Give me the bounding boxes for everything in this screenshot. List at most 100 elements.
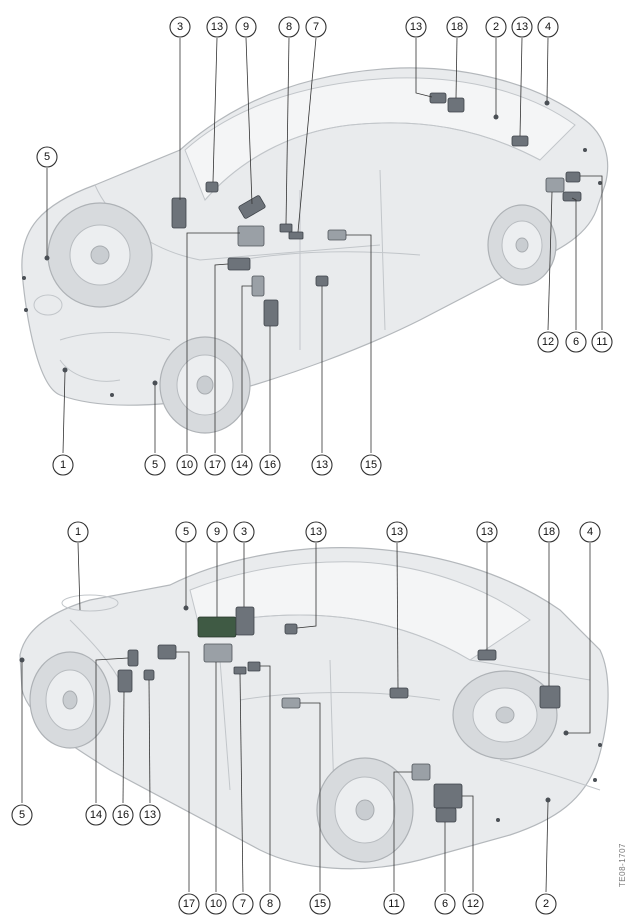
top-callout-2-label: 2 [493, 21, 499, 33]
bottom-car-illustration [19, 547, 609, 870]
top-sensor-4 [544, 100, 550, 106]
bottom-callout-13-a: 13 [305, 521, 327, 543]
bottom-callout-3: 3 [233, 521, 255, 543]
top-callout-13-b-label: 13 [410, 21, 422, 33]
top-module-14 [251, 275, 265, 297]
bottom-callout-17: 17 [178, 893, 200, 915]
bottom-callout-3-label: 3 [241, 526, 247, 538]
bottom-module-16 [117, 669, 133, 693]
bottom-callout-13-c: 13 [476, 521, 498, 543]
top-callout-7: 7 [305, 16, 327, 38]
bottom-callout-13-d-label: 13 [144, 809, 156, 821]
bottom-module-3 [235, 606, 255, 636]
top-callout-8: 8 [278, 16, 300, 38]
top-front-wheel [159, 336, 251, 434]
top-callout-16: 16 [259, 454, 281, 476]
top-module-18 [447, 97, 465, 113]
bottom-callout-10-label: 10 [210, 898, 222, 910]
bottom-module-13d [477, 649, 497, 661]
bottom-module-14 [127, 649, 139, 667]
top-sensor-2 [493, 114, 499, 120]
bottom-callout-18-label: 18 [543, 526, 555, 538]
bottom-callout-4: 4 [579, 521, 601, 543]
top-module-10 [237, 225, 265, 247]
top-module-13b [315, 275, 329, 287]
top-callout-17: 17 [204, 454, 226, 476]
top-callout-6-label: 6 [573, 336, 579, 348]
top-module-3 [171, 197, 187, 229]
figure-code: TE08-1707 [618, 842, 627, 887]
bottom-callout-14-label: 14 [90, 809, 102, 821]
top-rear-wheel [487, 204, 557, 286]
bottom-leader-lines [21, 542, 591, 893]
bottom-callout-5-b: 5 [11, 804, 33, 826]
bottom-front-wheel [29, 651, 111, 749]
bottom-callout-15-label: 15 [314, 898, 326, 910]
bottom-sensor-4 [563, 730, 569, 736]
bottom-callout-13-c-label: 13 [481, 526, 493, 538]
bottom-callout-11-label: 11 [388, 898, 399, 910]
top-spare-wheel [47, 202, 153, 308]
bottom-callout-15: 15 [309, 893, 331, 915]
top-callout-2: 2 [485, 16, 507, 38]
top-module-7 [288, 231, 304, 240]
top-module-6 [562, 191, 582, 202]
bottom-module-6 [435, 807, 457, 823]
top-callout-13-d-label: 13 [316, 459, 328, 471]
bottom-callout-13-b: 13 [386, 521, 408, 543]
bottom-callout-16: 16 [112, 804, 134, 826]
bottom-callout-5-a: 5 [175, 521, 197, 543]
top-callout-13-c: 13 [511, 16, 533, 38]
bottom-callout-11: 11 [383, 893, 405, 915]
top-callout-5-a: 5 [36, 146, 58, 168]
bottom-callout-1: 1 [67, 521, 89, 543]
top-callout-13-a: 13 [206, 16, 228, 38]
top-callout-17-label: 17 [209, 459, 221, 471]
top-module-15 [327, 229, 347, 241]
top-callout-4: 4 [537, 16, 559, 38]
top-module-13d [511, 135, 529, 147]
bottom-module-13c [389, 687, 409, 699]
bottom-callout-1-label: 1 [75, 526, 81, 538]
bottom-callout-7-label: 7 [240, 898, 246, 910]
bottom-callout-16-label: 16 [117, 809, 129, 821]
bottom-module-12 [433, 783, 463, 809]
bottom-module-17 [157, 644, 177, 660]
bottom-callout-17-label: 17 [183, 898, 195, 910]
bottom-module-13a [143, 669, 155, 681]
top-callout-14-label: 14 [236, 459, 248, 471]
bottom-rear-wheel [316, 757, 414, 863]
top-callout-16-label: 16 [264, 459, 276, 471]
top-callout-7-label: 7 [313, 21, 319, 33]
bottom-module-10 [203, 643, 233, 663]
bottom-module-18 [539, 685, 561, 709]
top-callout-5-b-label: 5 [152, 459, 158, 471]
bottom-callout-13-a-label: 13 [310, 526, 322, 538]
top-callout-15: 15 [360, 454, 382, 476]
top-callout-5-b: 5 [144, 454, 166, 476]
top-sensor-5a [44, 255, 50, 261]
bottom-callout-9-label: 9 [214, 526, 220, 538]
top-callout-1-label: 1 [60, 459, 66, 471]
top-car-illustration [21, 67, 609, 434]
bottom-callout-6: 6 [434, 893, 456, 915]
bottom-sensor-2 [545, 797, 551, 803]
top-callout-10: 10 [176, 454, 198, 476]
top-module-11 [565, 171, 581, 183]
bottom-callout-8-label: 8 [267, 898, 273, 910]
bottom-callout-5-b-label: 5 [19, 809, 25, 821]
bottom-callout-2: 2 [535, 893, 557, 915]
bottom-callout-5-a-label: 5 [183, 526, 189, 538]
bottom-sensor-5a [183, 605, 189, 611]
top-module-13c [429, 92, 447, 104]
bottom-callout-6-label: 6 [442, 898, 448, 910]
bottom-callout-7: 7 [232, 893, 254, 915]
top-callout-6: 6 [565, 331, 587, 353]
top-callout-9: 9 [235, 16, 257, 38]
bottom-module-13b [284, 623, 298, 635]
top-leader-lines [46, 37, 603, 454]
top-callout-5-a-label: 5 [44, 151, 50, 163]
top-callout-18-label: 18 [451, 21, 463, 33]
bottom-callout-14: 14 [85, 804, 107, 826]
